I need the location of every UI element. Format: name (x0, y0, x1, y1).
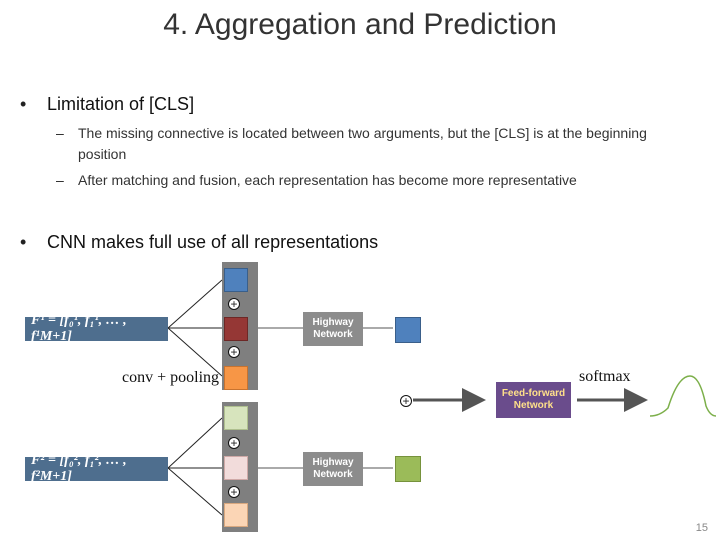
highway-network-bottom: Highway Network (303, 452, 363, 486)
cnn-diagram: + + + + + F¹ = [f₀¹, f₁¹, … , f¹M+1] F² … (0, 258, 720, 540)
diagram-connectors (167, 279, 717, 516)
plus-icon: + (228, 486, 240, 498)
f1-equation: F¹ = [f₀¹, f₁¹, … , f¹M+1] (25, 313, 168, 344)
bullet-cnn: CNN makes full use of all representation… (47, 232, 379, 252)
feedforward-network: Feed-forward Network (496, 382, 571, 418)
softmax-label: softmax (579, 368, 631, 385)
dark-red-square (224, 317, 248, 341)
f2-equation: F² = [f₀², f₁², … , f²M+1] (25, 453, 168, 484)
bullet-dot: • (20, 232, 27, 252)
fan-line (167, 327, 223, 377)
blue-square (224, 268, 248, 292)
fan-line (167, 279, 223, 329)
light-green-square (224, 406, 248, 430)
fan-line (167, 467, 223, 516)
highway-output-blue (395, 317, 421, 343)
plus-icon: + (400, 395, 412, 407)
conv-pooling-label: conv + pooling (122, 369, 220, 386)
bullet-dot: • (20, 94, 27, 114)
highway-network-top: Highway Network (303, 312, 363, 346)
orange-square (224, 366, 248, 390)
slide-title: 4. Aggregation and Prediction (163, 8, 557, 41)
fan-line (167, 417, 223, 469)
sub-bullet-matching-fusion: After matching and fusion, each represen… (78, 172, 577, 188)
bullet-limitation: Limitation of [CLS] (47, 94, 195, 114)
softmax-curve (649, 375, 717, 417)
sub-dash: – (56, 125, 64, 141)
plus-icon: + (228, 298, 240, 310)
sub-dash: – (56, 172, 64, 188)
plus-icon: + (228, 346, 240, 358)
page-number: 15 (695, 522, 708, 534)
highway-output-green (395, 456, 421, 482)
plus-icon: + (228, 437, 240, 449)
sub-bullet-missing-connective: The missing connective is located betwee… (78, 125, 647, 162)
pink-square (224, 456, 248, 480)
peach-square (224, 503, 248, 527)
